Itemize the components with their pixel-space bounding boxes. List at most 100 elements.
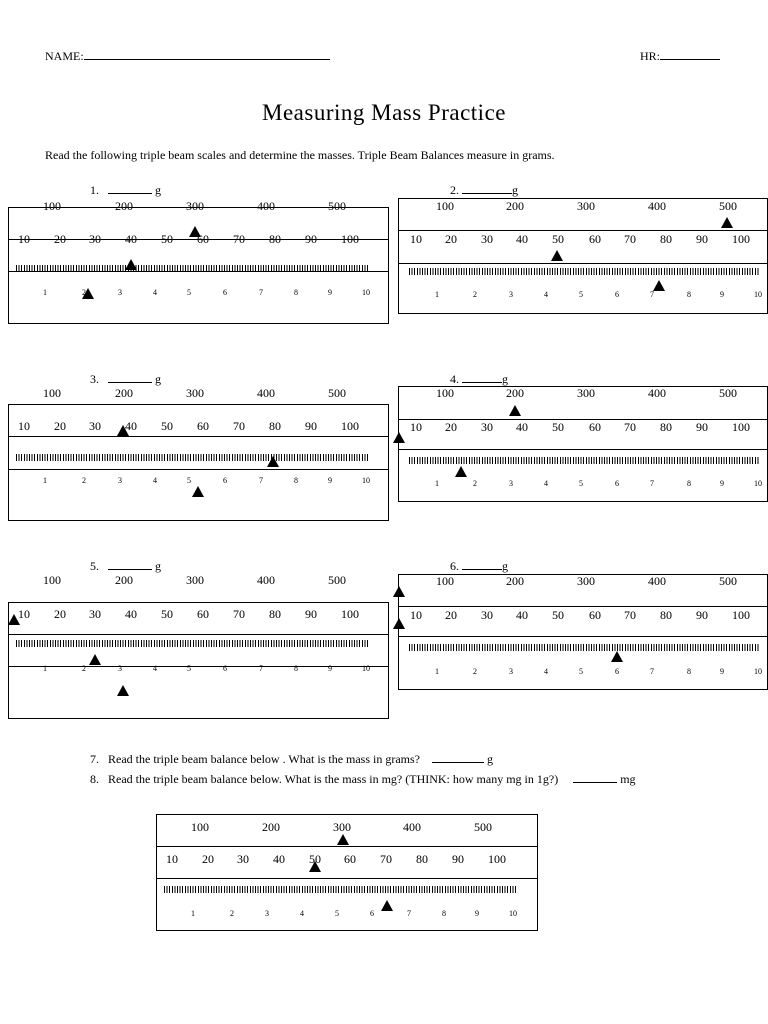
hr-answer-line[interactable] <box>660 47 721 60</box>
problem-1-answer-line[interactable] <box>108 181 152 194</box>
hundreds-scale-label: 200 <box>115 573 133 587</box>
hundreds-rider-marker[interactable] <box>509 405 521 416</box>
tens-scale-label: 90 <box>696 420 708 434</box>
ones-scale-label: 7 <box>407 909 411 918</box>
hr-label: HR: <box>640 49 661 63</box>
ones-scale-label: 7 <box>650 479 654 488</box>
ones-rider-marker[interactable] <box>455 466 467 477</box>
ones-scale-label: 3 <box>509 290 513 299</box>
beam-divider <box>398 263 768 264</box>
ones-rider-marker[interactable] <box>611 651 623 662</box>
ones-scale-label: 10 <box>362 288 370 297</box>
question-7-answer-line[interactable] <box>432 750 485 763</box>
tens-scale-label: 80 <box>660 232 672 246</box>
ones-scale-label: 9 <box>328 476 332 485</box>
hundreds-scale-label: 200 <box>506 199 524 213</box>
hundreds-scale-label: 100 <box>43 573 61 587</box>
hr-label-row: HR: <box>640 47 721 64</box>
problem-5-label: 5. g <box>90 557 161 573</box>
ones-scale-label: 6 <box>615 290 619 299</box>
hundreds-scale-label: 200 <box>115 386 133 400</box>
ones-scale-label: 4 <box>153 664 157 673</box>
hundreds-scale-label: 400 <box>257 199 275 213</box>
ones-scale-label: 2 <box>230 909 234 918</box>
beam-divider <box>398 419 768 420</box>
hundreds-scale-label: 400 <box>648 574 666 588</box>
ones-rider-marker[interactable] <box>82 288 94 299</box>
hundreds-scale-label: 400 <box>403 820 421 834</box>
ones-scale-label: 3 <box>118 476 122 485</box>
tens-scale-label: 20 <box>445 608 457 622</box>
ones-scale-label: 1 <box>191 909 195 918</box>
tens-rider-marker[interactable] <box>267 456 279 467</box>
ones-scale-label: 4 <box>300 909 304 918</box>
tens-scale-label: 60 <box>197 419 209 433</box>
hundreds-scale-label: 400 <box>257 573 275 587</box>
hundreds-scale-label: 500 <box>719 574 737 588</box>
tens-scale-label: 20 <box>54 607 66 621</box>
problem-2-answer-line[interactable] <box>462 181 512 194</box>
hundreds-rider-marker[interactable] <box>393 586 405 597</box>
hundreds-rider-marker[interactable] <box>8 614 20 625</box>
ones-scale-label: 4 <box>153 476 157 485</box>
tens-scale-label: 70 <box>233 419 245 433</box>
hundreds-rider-marker[interactable] <box>721 217 733 228</box>
ones-rider-marker[interactable] <box>381 900 393 911</box>
tens-rider-marker[interactable] <box>393 618 405 629</box>
tens-scale-label: 40 <box>273 852 285 866</box>
tens-scale-label: 20 <box>54 232 66 246</box>
tens-rider-marker[interactable] <box>551 250 563 261</box>
tens-scale-label: 20 <box>445 232 457 246</box>
tens-scale-label: 20 <box>202 852 214 866</box>
hundreds-scale-label: 500 <box>719 386 737 400</box>
tens-rider-marker[interactable] <box>89 654 101 665</box>
instructions: Read the following triple beam scales an… <box>45 148 555 162</box>
tens-scale-label: 80 <box>416 852 428 866</box>
ones-scale-label: 9 <box>475 909 479 918</box>
tens-rider-marker[interactable] <box>393 432 405 443</box>
hundreds-rider-marker[interactable] <box>117 425 129 436</box>
problem-5-answer-line[interactable] <box>108 557 152 570</box>
hundreds-scale-label: 100 <box>436 386 454 400</box>
problem-3-answer-line[interactable] <box>108 370 152 383</box>
name-answer-line[interactable] <box>83 47 330 60</box>
ones-scale-label: 4 <box>544 479 548 488</box>
hundreds-scale-label: 100 <box>43 199 61 213</box>
tens-rider-marker[interactable] <box>309 861 321 872</box>
ones-scale-label: 8 <box>442 909 446 918</box>
problem-6-answer-line[interactable] <box>462 557 502 570</box>
tens-scale-label: 70 <box>233 232 245 246</box>
tens-scale-label: 60 <box>344 852 356 866</box>
problem-4-answer-line[interactable] <box>462 370 502 383</box>
ones-scale-label: 10 <box>509 909 517 918</box>
tens-rider-marker[interactable] <box>125 259 137 270</box>
tens-scale-label: 90 <box>452 852 464 866</box>
question-8-answer-line[interactable] <box>573 770 618 783</box>
hundreds-scale-label: 300 <box>186 386 204 400</box>
hundreds-rider-marker[interactable] <box>189 226 201 237</box>
tens-scale-label: 100 <box>732 420 750 434</box>
balance-frame <box>8 207 389 324</box>
ones-scale-label: 7 <box>259 664 263 673</box>
beam-divider <box>156 878 538 879</box>
beam-divider <box>8 666 389 667</box>
hundreds-rider-marker[interactable] <box>337 834 349 845</box>
hundreds-scale-label: 500 <box>328 199 346 213</box>
ones-scale-label: 1 <box>435 290 439 299</box>
tens-scale-label: 70 <box>624 420 636 434</box>
ones-scale-label: 3 <box>509 667 513 676</box>
ones-scale-label: 8 <box>687 479 691 488</box>
ones-rider-marker[interactable] <box>117 685 129 696</box>
tens-scale-label: 80 <box>269 607 281 621</box>
ones-rider-marker[interactable] <box>653 280 665 291</box>
ones-scale-label: 10 <box>362 664 370 673</box>
balance-frame <box>398 386 768 502</box>
ones-scale-label: 2 <box>82 664 86 673</box>
ones-beam-tick-marks <box>16 265 368 272</box>
ones-scale-label: 1 <box>43 476 47 485</box>
ones-scale-label: 5 <box>187 664 191 673</box>
ones-rider-marker[interactable] <box>192 486 204 497</box>
hundreds-scale-label: 100 <box>436 199 454 213</box>
tens-scale-label: 50 <box>552 420 564 434</box>
tens-scale-label: 50 <box>161 607 173 621</box>
